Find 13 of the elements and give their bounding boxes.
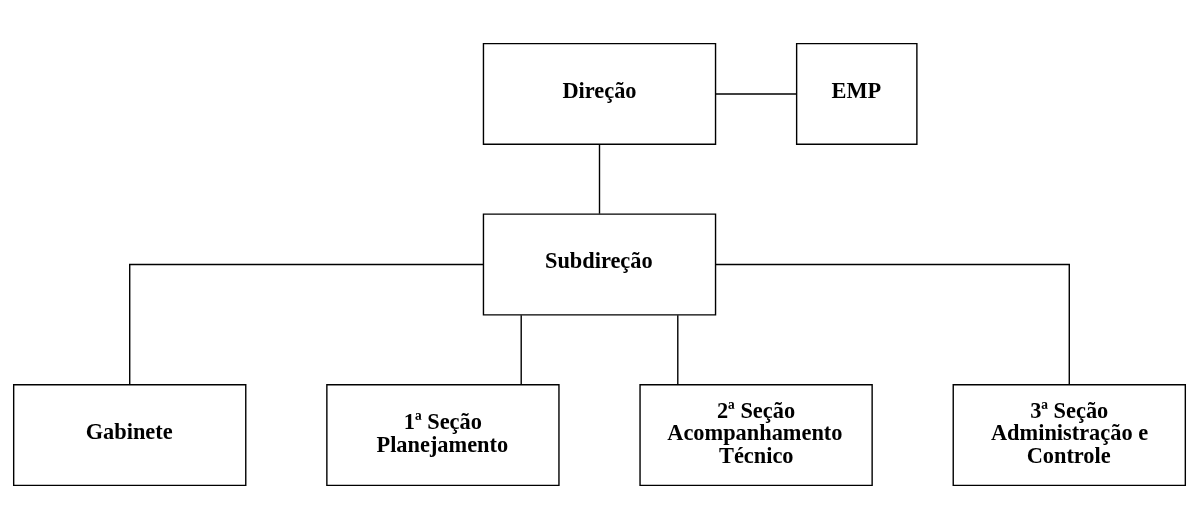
node-box: Gabinete [13, 383, 247, 486]
connector [714, 263, 1070, 385]
connector [715, 92, 798, 95]
connector [129, 263, 485, 385]
connector [520, 314, 522, 385]
connector [677, 314, 679, 385]
node-box: Subdireção [482, 212, 717, 316]
connector [598, 143, 601, 214]
node-box: Direção [482, 42, 717, 145]
node-box: 2ª Seção Acompanhamento Técnico [639, 383, 873, 486]
node-box: EMP [795, 42, 918, 145]
node-box: 1ª Seção Planejamento [326, 383, 560, 486]
node-box: 3ª Seção Administração e Controle [952, 383, 1186, 486]
